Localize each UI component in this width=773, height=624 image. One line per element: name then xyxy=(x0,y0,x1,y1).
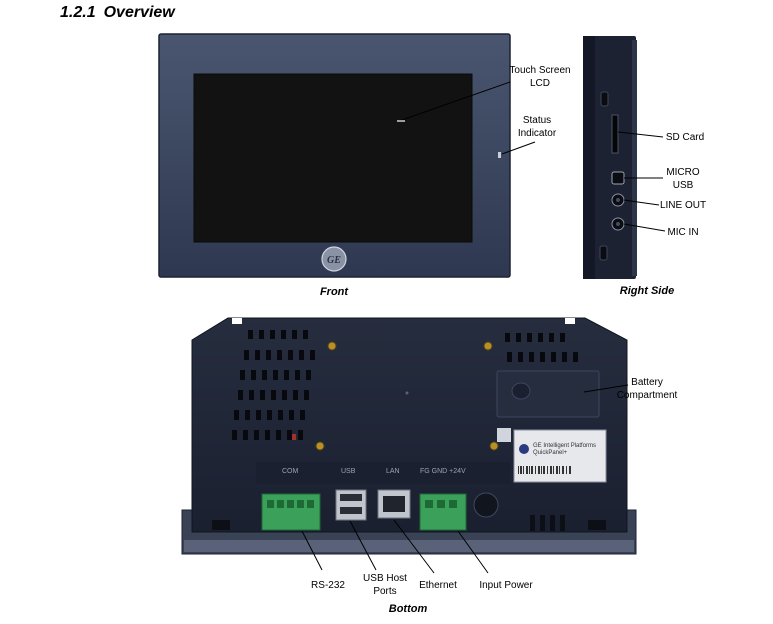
micro-usb-label-line1: MICRO xyxy=(666,167,700,178)
right-side-view xyxy=(583,36,666,279)
section-number: 1.2.1 xyxy=(60,4,96,21)
panel-label-usb: USB xyxy=(341,468,356,475)
power-terminal-icon xyxy=(419,493,467,531)
right-side-caption: Right Side xyxy=(619,285,675,297)
sd-card-slot-icon xyxy=(611,114,619,154)
sticker-text-line2: QuickPanel+ xyxy=(533,450,568,456)
touch-screen-label-line1: Touch Screen xyxy=(509,65,571,76)
micro-usb-label: MICRO USB xyxy=(660,166,706,192)
lcd-screen xyxy=(193,73,473,243)
rs232-connector-icon xyxy=(261,493,321,531)
sticker-text-line1: GE Intelligent Platforms xyxy=(533,443,597,449)
battery-compartment-label: Battery Compartment xyxy=(614,376,680,402)
status-indicator-label: Status Indicator xyxy=(512,114,562,140)
section-heading: 1.2.1 Overview xyxy=(60,4,175,22)
usb-host-label-line1: USB Host xyxy=(363,573,407,584)
front-caption: Front xyxy=(319,286,349,298)
rs232-label: RS-232 xyxy=(311,580,345,591)
svg-text:GE: GE xyxy=(327,255,341,266)
sd-card-label: SD Card xyxy=(665,132,705,143)
mic-in-label: MIC IN xyxy=(667,227,699,238)
status-label-line1: Status xyxy=(522,115,552,126)
line-out-label: LINE OUT xyxy=(659,200,707,211)
status-label-line2: Indicator xyxy=(517,128,557,139)
usb-host-ports-label: USB Host Ports xyxy=(360,572,410,598)
sticker-text: GE Intelligent Platforms QuickPanel+ xyxy=(533,443,596,457)
input-power-label: Input Power xyxy=(479,580,533,591)
battery-label-line2: Compartment xyxy=(616,390,678,401)
panel-label-power: FG GND +24V xyxy=(420,468,466,475)
ethernet-label: Ethernet xyxy=(419,580,457,591)
vents-left xyxy=(232,330,315,440)
panel-label-com: COM xyxy=(282,468,299,475)
touch-screen-label-line2: LCD xyxy=(529,78,550,89)
micro-usb-label-line2: USB xyxy=(672,180,694,191)
front-view: GE xyxy=(158,33,536,278)
section-title: Overview xyxy=(103,4,175,21)
bottom-view xyxy=(181,317,637,574)
bottom-caption: Bottom xyxy=(388,603,428,615)
vents-right xyxy=(505,333,578,362)
micro-usb-port-icon xyxy=(611,171,625,185)
side-body xyxy=(583,36,636,279)
ge-logo-icon xyxy=(321,246,347,272)
usb-host-label-line2: Ports xyxy=(373,586,397,597)
status-led-icon xyxy=(498,152,501,158)
battery-compartment-icon xyxy=(496,370,600,418)
touch-screen-label: Touch Screen LCD xyxy=(508,64,572,90)
panel-label-lan: LAN xyxy=(386,468,400,475)
battery-label-line1: Battery xyxy=(631,377,663,388)
